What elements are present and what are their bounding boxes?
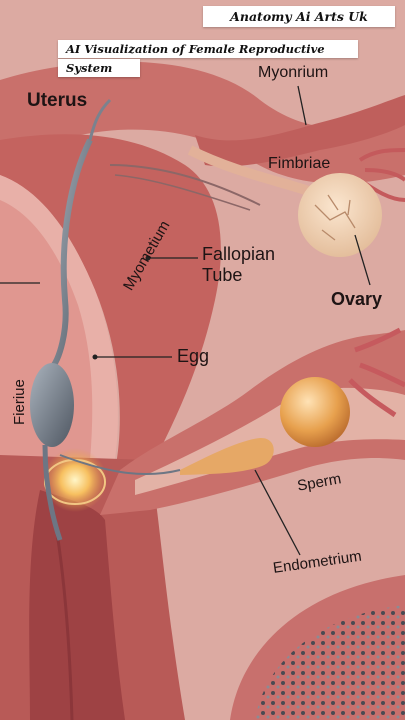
egg (280, 377, 350, 447)
sperm-cell-tube (180, 437, 274, 475)
fimbriae-lower (348, 327, 405, 418)
label-egg: Egg (177, 346, 210, 366)
title-line-1: AI Visualization of Female Reproductive (58, 40, 358, 58)
label-ovary: Ovary (331, 289, 383, 309)
uterine-wall (0, 134, 221, 471)
leader-endometrium (254, 469, 301, 556)
label-myonrium: Myonrium (258, 64, 329, 81)
leader-myonrium (297, 85, 307, 126)
credit-banner: Anatomy Ai Arts Uk (203, 6, 395, 27)
sperm-tail (47, 138, 93, 373)
label-fallopian-line2: Tube (202, 265, 243, 285)
upper-tube (195, 95, 405, 167)
tissue-section (255, 605, 405, 720)
label-fimbriae: Fimbriae (268, 155, 331, 172)
sperm-head (30, 363, 74, 447)
label-fieriue: Fieriue (11, 379, 28, 425)
label-uterus: Uterus (27, 90, 88, 111)
label-fallopian-line1: Fallopian (202, 244, 276, 264)
leader-ovary (354, 234, 371, 286)
title-line-2: System (58, 59, 140, 77)
